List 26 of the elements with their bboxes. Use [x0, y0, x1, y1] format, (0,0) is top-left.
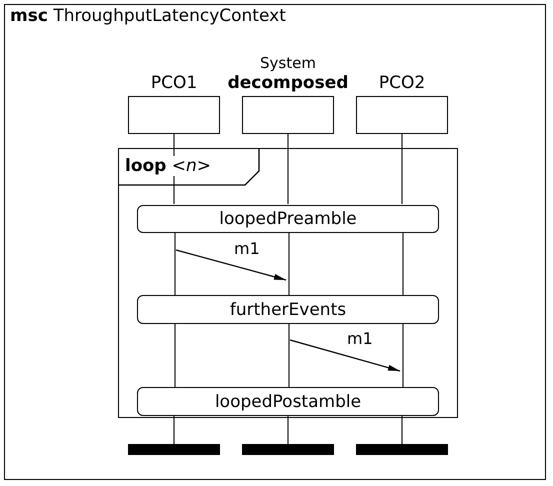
- instance-end-bar: [242, 444, 334, 455]
- loop-label: loop <n>: [125, 156, 212, 176]
- instance-name: PCO1: [150, 73, 198, 93]
- lifeline-segment: [173, 233, 177, 295]
- lifeline-segment: [401, 233, 405, 295]
- message-arrow: [290, 339, 400, 372]
- diagram-title: msc ThroughputLatencyContext: [10, 6, 286, 26]
- lifeline-segment: [287, 324, 291, 387]
- lifeline-segment: [400, 415, 404, 444]
- loop-frame: [118, 148, 458, 418]
- instance-name: PCO2: [378, 73, 426, 93]
- lifeline-segment: [400, 134, 404, 204]
- lifeline-segment: [287, 233, 291, 295]
- message-arrow: [176, 249, 286, 281]
- lifeline-segment: [286, 415, 290, 444]
- condition-box: loopedPreamble: [137, 205, 439, 233]
- instance-end-bar: [128, 444, 220, 455]
- condition-box: loopedPostamble: [137, 387, 439, 416]
- lifeline-segment: [286, 134, 290, 204]
- instance-name: System: [260, 53, 316, 73]
- condition-box: furtherEvents: [137, 295, 439, 324]
- lifeline-segment: [401, 324, 405, 387]
- lifeline-segment: [172, 415, 176, 444]
- lifeline-segment: [173, 324, 177, 387]
- instance-end-bar: [356, 444, 448, 455]
- instance-name: decomposed: [228, 73, 348, 93]
